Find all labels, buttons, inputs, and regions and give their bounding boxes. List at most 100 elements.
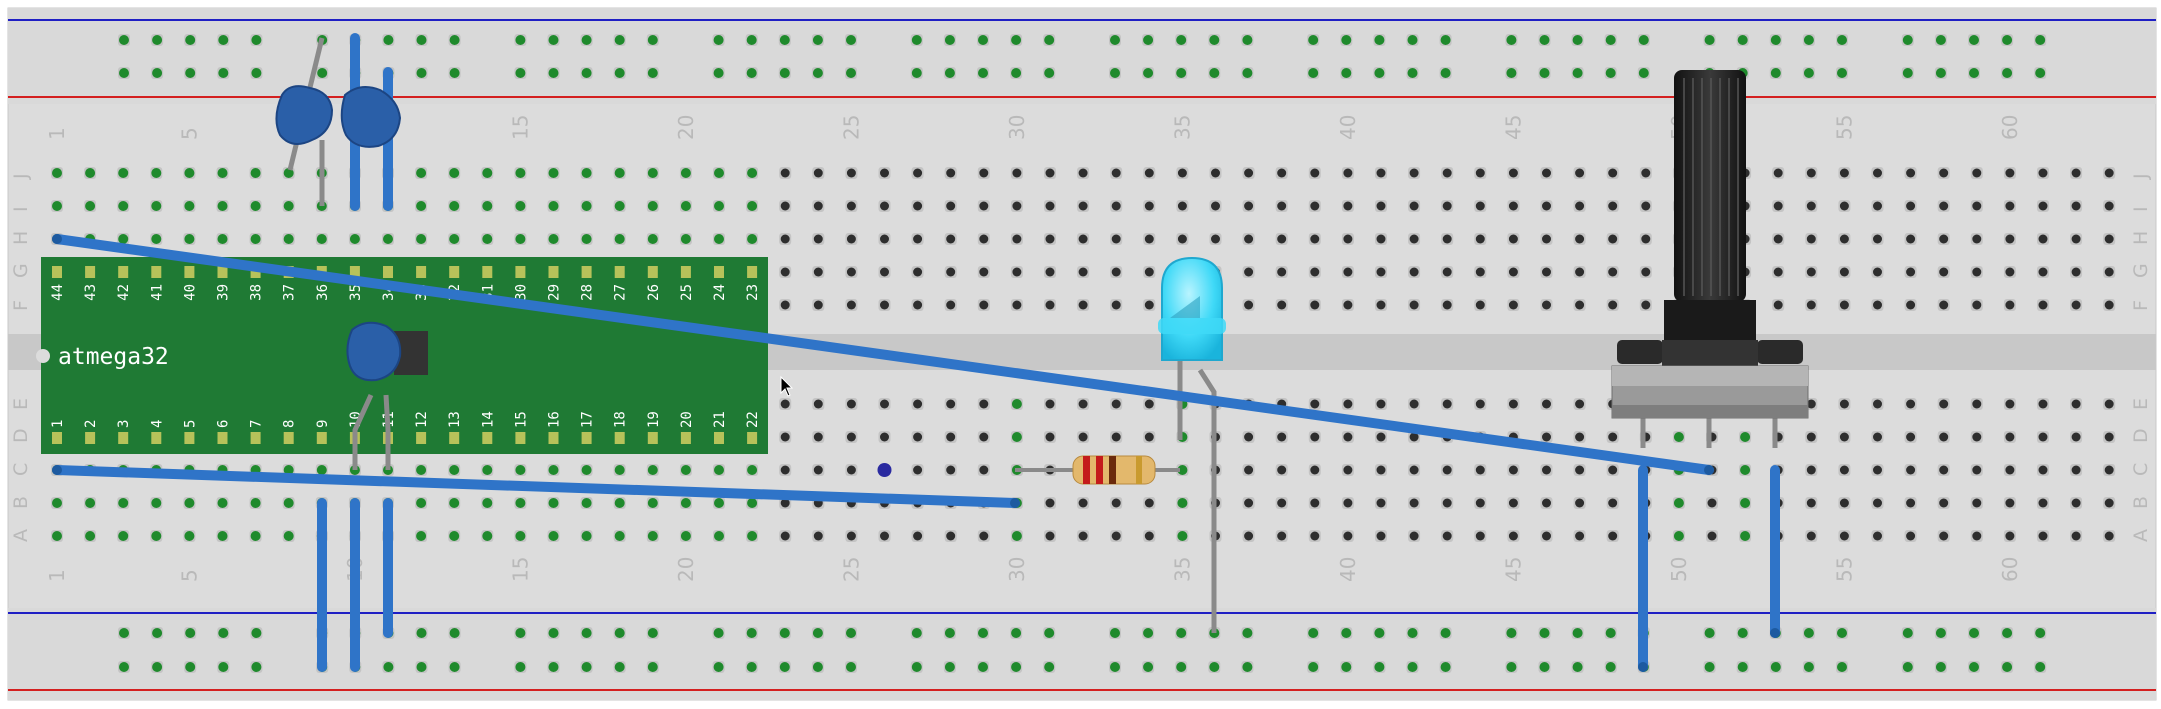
resistor[interactable] xyxy=(1015,455,1180,485)
rail-hole xyxy=(1737,628,1748,638)
hole xyxy=(1575,300,1585,310)
hole xyxy=(979,531,989,541)
hole xyxy=(1839,300,1849,310)
hole xyxy=(979,300,989,310)
rail-hole xyxy=(1506,628,1517,638)
chip-pin-bottom xyxy=(316,432,327,444)
hole xyxy=(780,465,790,475)
chip-pin-bottom xyxy=(680,432,691,444)
hole-connected xyxy=(614,498,625,508)
hole-connected xyxy=(1673,498,1684,508)
hole-connected xyxy=(647,498,658,508)
rail-hole xyxy=(1902,68,1913,78)
rail-hole xyxy=(1969,35,1979,45)
hole-connected xyxy=(217,498,228,508)
ceramic-capacitor-1[interactable] xyxy=(275,85,334,145)
hole-connected xyxy=(52,201,62,211)
hole-connected xyxy=(283,465,294,475)
hole xyxy=(1906,498,1916,508)
hole-connected xyxy=(52,168,62,178)
row-letter-label: E xyxy=(2130,398,2152,410)
hole xyxy=(946,234,956,244)
hole xyxy=(1409,234,1419,244)
chip-pin-bottom xyxy=(416,432,427,444)
hole xyxy=(1343,432,1353,442)
hole-connected xyxy=(250,531,261,541)
chip-pin-top xyxy=(747,266,758,278)
rail-hole xyxy=(317,68,328,78)
hole-connected xyxy=(416,531,427,541)
hole-connected xyxy=(217,531,228,541)
chip-pin-top xyxy=(349,266,360,278)
chip-pin-top xyxy=(515,266,526,278)
rail-hole xyxy=(1440,628,1451,638)
rail-hole xyxy=(185,628,196,638)
row-letter-label: H xyxy=(10,231,32,245)
row-letter-label: A xyxy=(2130,529,2152,542)
hole xyxy=(846,465,856,475)
hole xyxy=(1542,201,1551,211)
rail-hole xyxy=(1374,68,1385,78)
rail-hole xyxy=(1110,628,1120,638)
rail-hole xyxy=(1770,662,1781,672)
row-letter-label: I xyxy=(10,206,32,212)
hole xyxy=(813,399,823,409)
row-letter-label: G xyxy=(10,263,32,278)
hole xyxy=(1575,432,1585,442)
hole xyxy=(880,531,889,541)
rail-hole xyxy=(647,628,658,638)
rail-hole xyxy=(1506,68,1517,78)
chip-pin-top xyxy=(383,266,393,278)
chip-pin-top xyxy=(184,266,195,278)
rail-hole xyxy=(218,35,229,45)
ceramic-capacitor-3[interactable] xyxy=(346,321,428,382)
hole xyxy=(2038,201,2048,211)
hole-connected xyxy=(151,531,162,541)
rail-hole xyxy=(1143,68,1154,78)
wire-ends xyxy=(52,234,1780,672)
hole xyxy=(2104,234,2114,244)
rail-hole xyxy=(1011,628,1022,638)
hole-connected xyxy=(614,234,625,244)
rail-hole xyxy=(1407,662,1418,672)
rail-hole xyxy=(1539,35,1550,45)
hole xyxy=(1873,168,1882,178)
rail-hole xyxy=(1209,68,1220,78)
blue-led[interactable] xyxy=(1158,256,1226,361)
rail-hole xyxy=(911,662,922,672)
hole-connected xyxy=(283,498,294,508)
hole xyxy=(1508,465,1518,475)
rail-hole xyxy=(1704,662,1715,672)
hole xyxy=(1343,234,1353,244)
hole xyxy=(780,201,790,211)
rotary-potentiometer[interactable] xyxy=(1611,70,1809,419)
rail-hole xyxy=(515,68,526,78)
chip-pin-label: 27 xyxy=(613,284,629,301)
rail-hole xyxy=(1803,35,1814,45)
hole xyxy=(2038,300,2048,310)
chip-pin-label: 15 xyxy=(513,411,529,428)
rail-hole xyxy=(2002,68,2013,78)
column-number-label: 35 xyxy=(1170,115,1194,140)
hole-connected xyxy=(1740,465,1751,475)
rail-hole xyxy=(1143,628,1154,638)
rail-hole xyxy=(944,68,955,78)
hole xyxy=(813,168,823,178)
hole xyxy=(1542,465,1551,475)
hole xyxy=(1244,234,1254,244)
hole-connected xyxy=(714,498,724,508)
hole xyxy=(2038,498,2048,508)
rail-hole xyxy=(1110,68,1120,78)
row-letter-label: G xyxy=(2130,263,2152,278)
hole-connected xyxy=(118,201,129,211)
rail-hole xyxy=(185,68,196,78)
chip-pin-bottom xyxy=(714,432,724,444)
hole xyxy=(1873,234,1882,244)
ceramic-capacitor-2[interactable] xyxy=(340,85,402,148)
hole-connected xyxy=(217,234,228,244)
hole-connected xyxy=(383,234,393,244)
hole xyxy=(1839,168,1849,178)
hole-connected xyxy=(614,531,625,541)
hole xyxy=(1144,399,1154,409)
hole xyxy=(1906,267,1916,277)
